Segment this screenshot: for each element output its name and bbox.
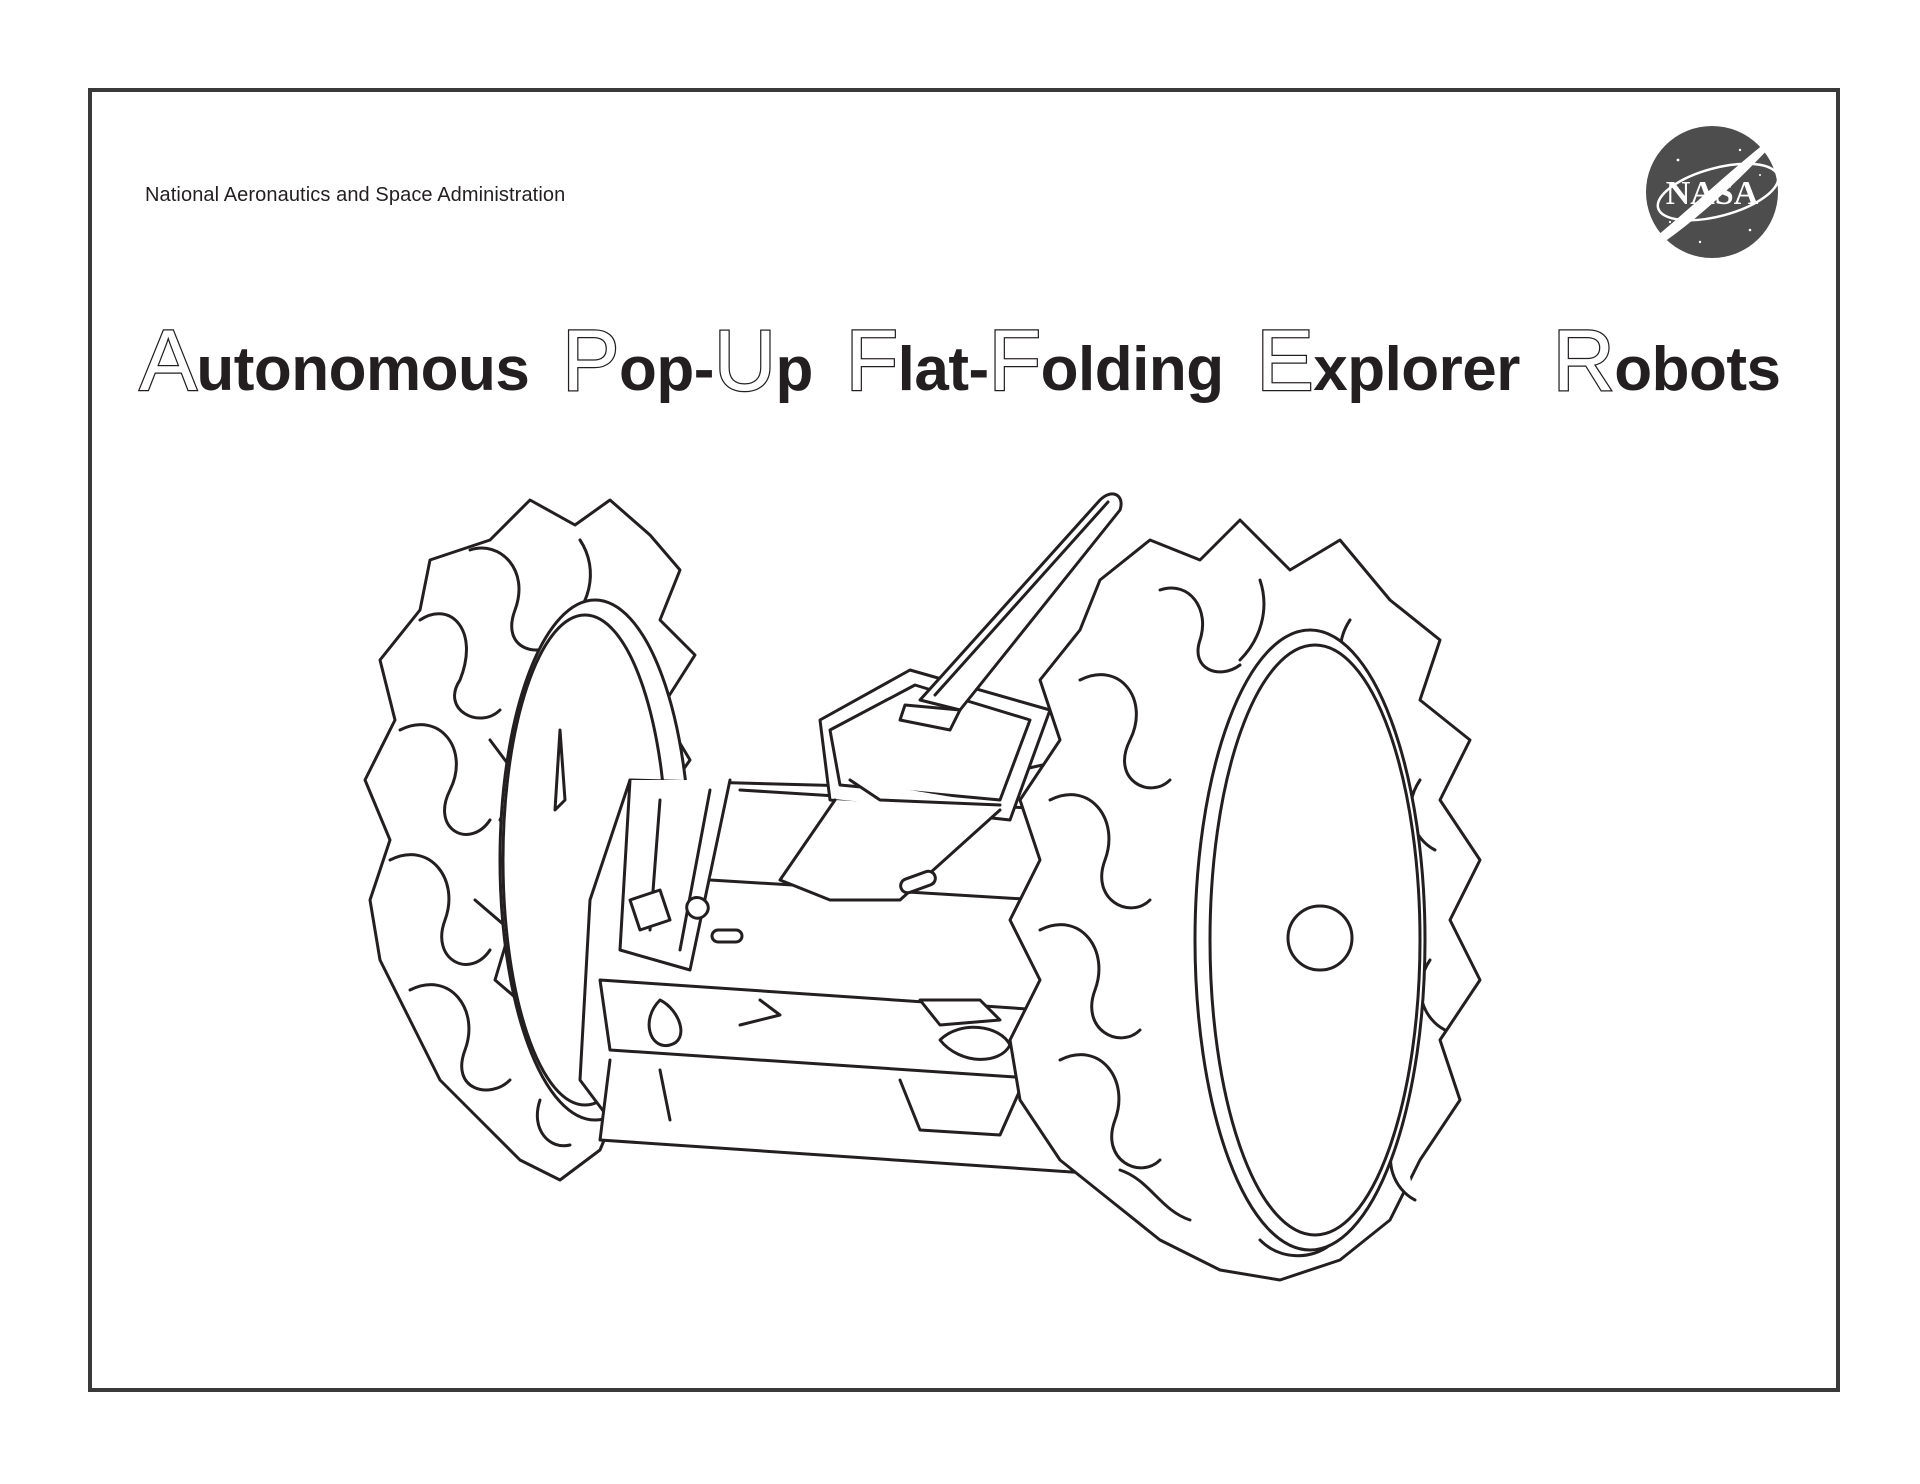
page-title: Autonomous Pop-Up Flat-Folding Explorer …	[0, 317, 1920, 406]
title-word-3: Flat-Folding	[844, 317, 1224, 406]
rover-antenna	[898, 492, 1123, 732]
title-rest: obots	[1614, 335, 1781, 404]
nasa-logo-text: NASA	[1666, 175, 1759, 212]
title-cap: U	[713, 313, 778, 409]
title-word-4: Explorer	[1255, 317, 1520, 406]
title-cap: A	[138, 313, 198, 409]
nasa-logo-icon: NASA	[1640, 120, 1795, 258]
rover-top-deck	[778, 668, 1052, 902]
title-rest: op-	[618, 335, 714, 404]
title-word-5: Robots	[1551, 317, 1781, 406]
title-rest: p	[775, 335, 813, 404]
title-rest: olding	[1040, 335, 1224, 404]
title-rest: xplorer	[1313, 335, 1520, 404]
title-cap: R	[1551, 313, 1616, 409]
title-word-2: Pop-Up	[561, 317, 814, 406]
agency-name: National Aeronautics and Space Administr…	[145, 184, 566, 206]
title-cap: F	[844, 313, 899, 409]
title-cap: P	[561, 313, 621, 409]
page-border	[88, 88, 1840, 1392]
title-word-1: Autonomous	[138, 317, 530, 406]
title-cap: F	[987, 313, 1042, 409]
title-rest: lat-	[897, 335, 990, 404]
title-cap: E	[1255, 313, 1315, 409]
title-rest: utonomous	[196, 335, 530, 404]
right-wheel	[1008, 518, 1482, 1282]
rover-icon	[363, 492, 1482, 1282]
